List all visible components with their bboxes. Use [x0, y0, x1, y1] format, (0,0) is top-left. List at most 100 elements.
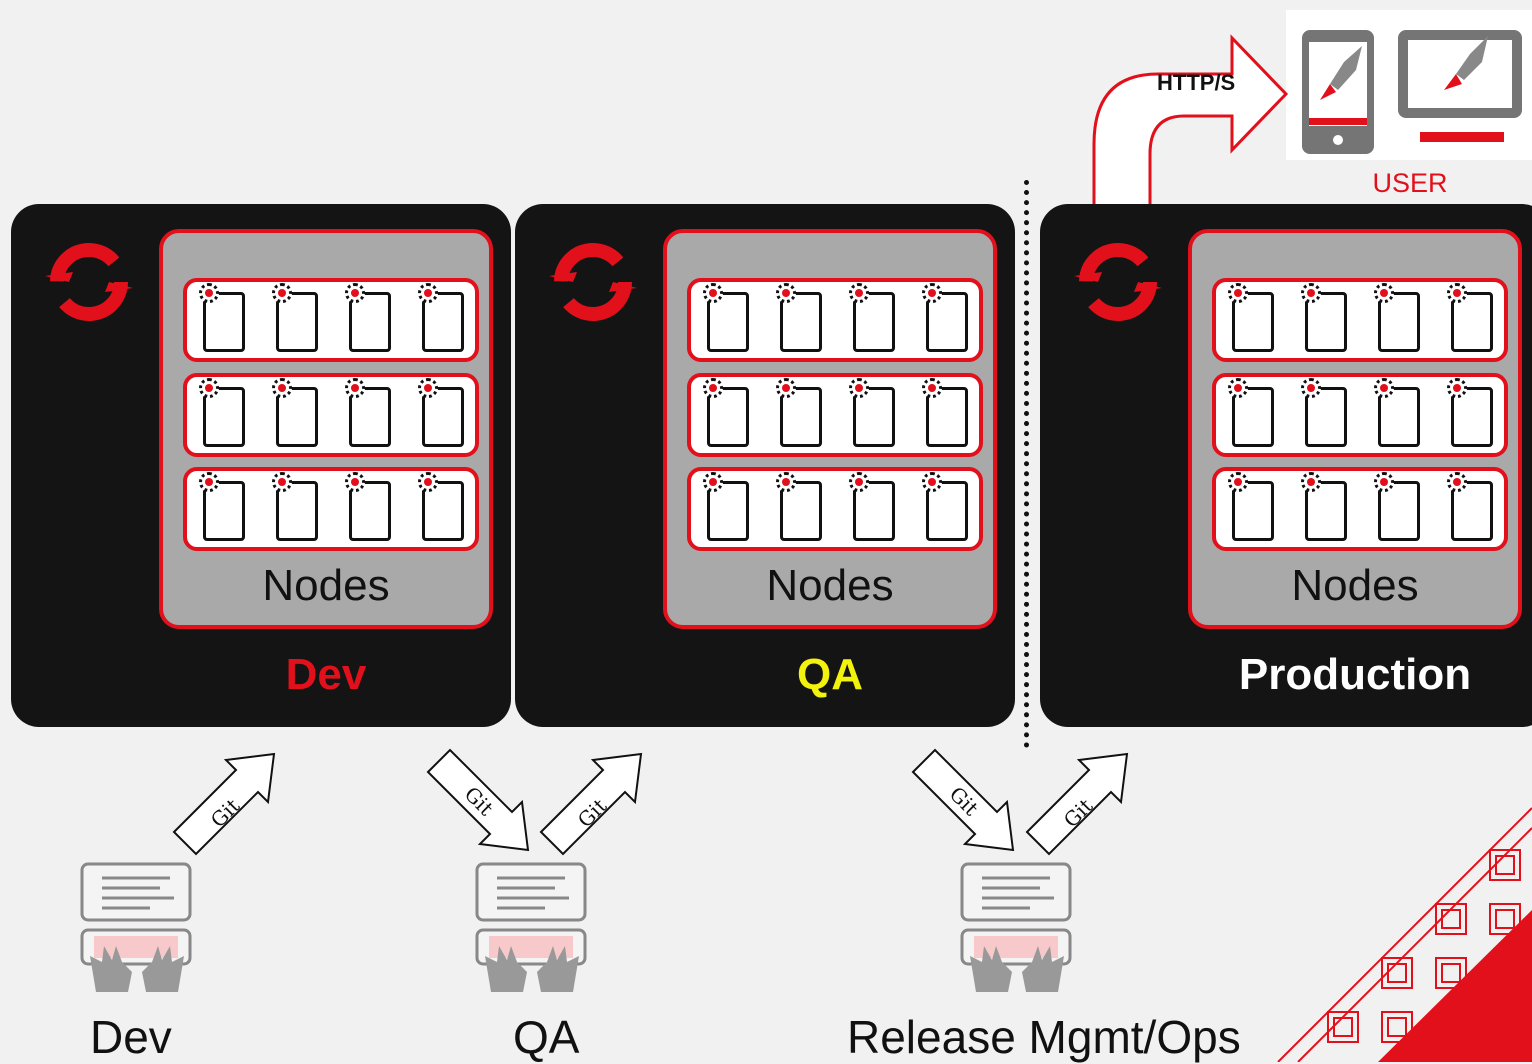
gear-icon: [418, 378, 438, 398]
git-arrow-dev-up: Git: [172, 752, 276, 856]
environment-label: Production: [1238, 650, 1472, 699]
pod-container-icon: [849, 378, 895, 447]
workstation-label-dev: Dev: [90, 1011, 172, 1063]
gear-icon: [1228, 378, 1248, 398]
pod-container-icon: [1374, 472, 1420, 541]
openshift-logo-icon: [43, 236, 135, 328]
environment-label: QA: [797, 650, 863, 699]
workstation-label-release: Release Mgmt/Ops: [847, 1011, 1241, 1063]
pod-container-icon: [418, 472, 464, 541]
gear-icon: [1447, 472, 1467, 492]
pod-container-icon: [345, 283, 391, 352]
gear-icon: [703, 283, 723, 303]
pod-container-icon: [849, 472, 895, 541]
pod-container-icon: [272, 283, 318, 352]
environment-label: Dev: [285, 650, 367, 699]
pod-container-icon: [1228, 472, 1274, 541]
gear-icon: [776, 472, 796, 492]
workstation-icon: [80, 862, 194, 999]
nodes-panel: Nodes: [1188, 229, 1522, 629]
gear-icon: [1301, 472, 1321, 492]
tablet-icon: [1302, 30, 1374, 154]
pod-container-icon: [703, 283, 749, 352]
node-row: [687, 278, 983, 362]
workstation-dev: [80, 862, 194, 999]
gear-icon: [776, 283, 796, 303]
gear-icon: [1374, 283, 1394, 303]
pod-container-icon: [1447, 378, 1493, 447]
git-arrow-qa-up: Git: [539, 752, 643, 856]
pod-container-icon: [703, 472, 749, 541]
pod-container-icon: [199, 378, 245, 447]
http-arrow: [1092, 34, 1289, 226]
pod-container-icon: [1228, 378, 1274, 447]
gear-icon: [345, 472, 365, 492]
gear-icon: [703, 472, 723, 492]
gear-icon: [1228, 472, 1248, 492]
pod-container-icon: [922, 472, 968, 541]
user-devices-panel: [1286, 10, 1532, 160]
user-label: USER: [1372, 168, 1448, 198]
gear-icon: [1301, 283, 1321, 303]
gear-icon: [345, 283, 365, 303]
openshift-logo-icon: [547, 236, 639, 328]
gear-icon: [1447, 378, 1467, 398]
pod-container-icon: [849, 283, 895, 352]
gear-icon: [922, 283, 942, 303]
gear-icon: [776, 378, 796, 398]
pod-container-icon: [776, 378, 822, 447]
nodes-panel: Nodes: [663, 229, 997, 629]
pod-container-icon: [199, 283, 245, 352]
pod-container-icon: [922, 378, 968, 447]
gear-icon: [272, 378, 292, 398]
pod-container-icon: [1301, 378, 1347, 447]
gear-icon: [1374, 378, 1394, 398]
workstation-qa: [475, 862, 589, 999]
pod-container-icon: [345, 378, 391, 447]
pod-container-icon: [1374, 283, 1420, 352]
laptop-icon: [1398, 30, 1522, 142]
environment-divider: [1024, 180, 1029, 748]
pod-container-icon: [1301, 283, 1347, 352]
pod-container-icon: [418, 378, 464, 447]
gear-icon: [703, 378, 723, 398]
nodes-label: Nodes: [1291, 561, 1419, 610]
gear-icon: [1228, 283, 1248, 303]
http-label: HTTP/S: [1157, 70, 1236, 95]
pod-container-icon: [272, 378, 318, 447]
gear-icon: [418, 283, 438, 303]
workstation-label-qa: QA: [513, 1011, 580, 1063]
gear-icon: [199, 283, 219, 303]
gear-icon: [272, 283, 292, 303]
gear-icon: [849, 283, 869, 303]
gear-icon: [1447, 283, 1467, 303]
nodes-label: Nodes: [766, 561, 894, 610]
pod-container-icon: [1447, 283, 1493, 352]
pod-container-icon: [345, 472, 391, 541]
gear-icon: [199, 378, 219, 398]
pod-container-icon: [1228, 283, 1274, 352]
gear-icon: [849, 378, 869, 398]
pod-container-icon: [418, 283, 464, 352]
node-row: [183, 373, 479, 457]
gear-icon: [1374, 472, 1394, 492]
gear-icon: [922, 472, 942, 492]
node-row: [183, 467, 479, 551]
gear-icon: [345, 378, 365, 398]
node-row: [687, 373, 983, 457]
node-row: [1212, 278, 1508, 362]
workstation-icon: [960, 862, 1074, 999]
nodes-panel: Nodes: [159, 229, 493, 629]
pod-container-icon: [272, 472, 318, 541]
pod-container-icon: [776, 283, 822, 352]
node-row: [1212, 467, 1508, 551]
gear-icon: [199, 472, 219, 492]
git-arrow-qa-down: Git: [426, 748, 530, 852]
gear-icon: [418, 472, 438, 492]
openshift-logo-icon: [1072, 236, 1164, 328]
node-row: [183, 278, 479, 362]
